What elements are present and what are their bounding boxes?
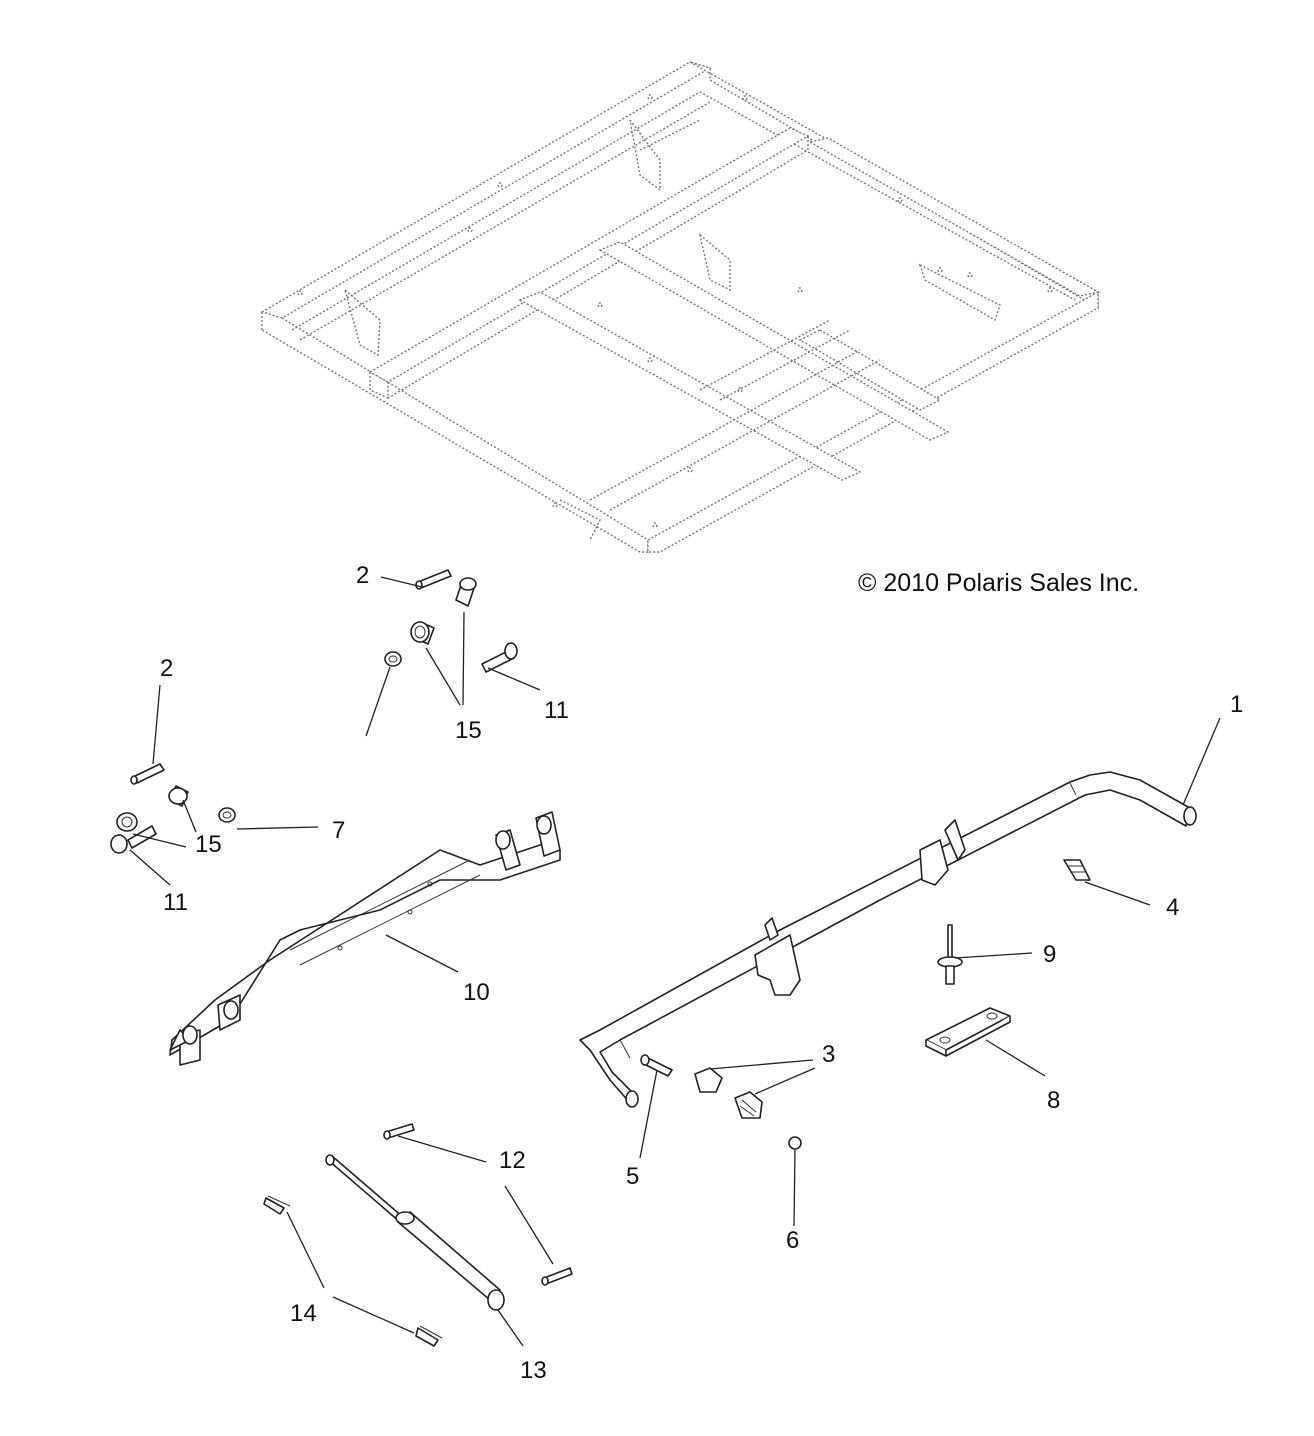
callout-6: 6 xyxy=(786,1227,799,1254)
plate-8 xyxy=(925,1007,1011,1057)
callout-14: 14 xyxy=(290,1300,317,1327)
callout-9: 9 xyxy=(1043,941,1056,968)
callout-15-left: 15 xyxy=(195,831,222,858)
callout-12: 12 xyxy=(499,1147,526,1174)
callout-1: 1 xyxy=(1230,691,1243,718)
upper-pivot-hardware xyxy=(384,569,518,673)
callout-3: 3 xyxy=(822,1041,835,1068)
copyright-notice: © 2010 Polaris Sales Inc. xyxy=(858,569,1139,597)
callout-11-left: 11 xyxy=(163,889,188,916)
latch-hardware xyxy=(640,1054,802,1150)
callout-numbers: 2 2 1 15 11 15 7 11 4 9 10 3 8 12 5 6 14… xyxy=(160,562,1243,1384)
callout-10: 10 xyxy=(463,979,490,1006)
callout-11-upper: 11 xyxy=(544,697,569,724)
callout-7: 7 xyxy=(332,817,345,844)
rivet-9 xyxy=(937,924,963,985)
callout-13: 13 xyxy=(520,1357,547,1384)
support-arm-10 xyxy=(169,811,561,1066)
leader-lines xyxy=(129,576,1221,1347)
left-pivot-hardware xyxy=(110,763,236,854)
cargo-box-frame xyxy=(260,61,1100,553)
callout-15-upper: 15 xyxy=(455,717,482,744)
spring-4 xyxy=(1063,859,1091,881)
callout-2-upper: 2 xyxy=(356,562,369,589)
latch-bar-1 xyxy=(579,771,1197,1108)
callout-5: 5 xyxy=(626,1163,639,1190)
callout-4: 4 xyxy=(1166,894,1179,921)
gas-strut-hardware xyxy=(263,1123,573,1347)
callout-8: 8 xyxy=(1047,1087,1060,1114)
callout-2-left: 2 xyxy=(160,655,173,682)
